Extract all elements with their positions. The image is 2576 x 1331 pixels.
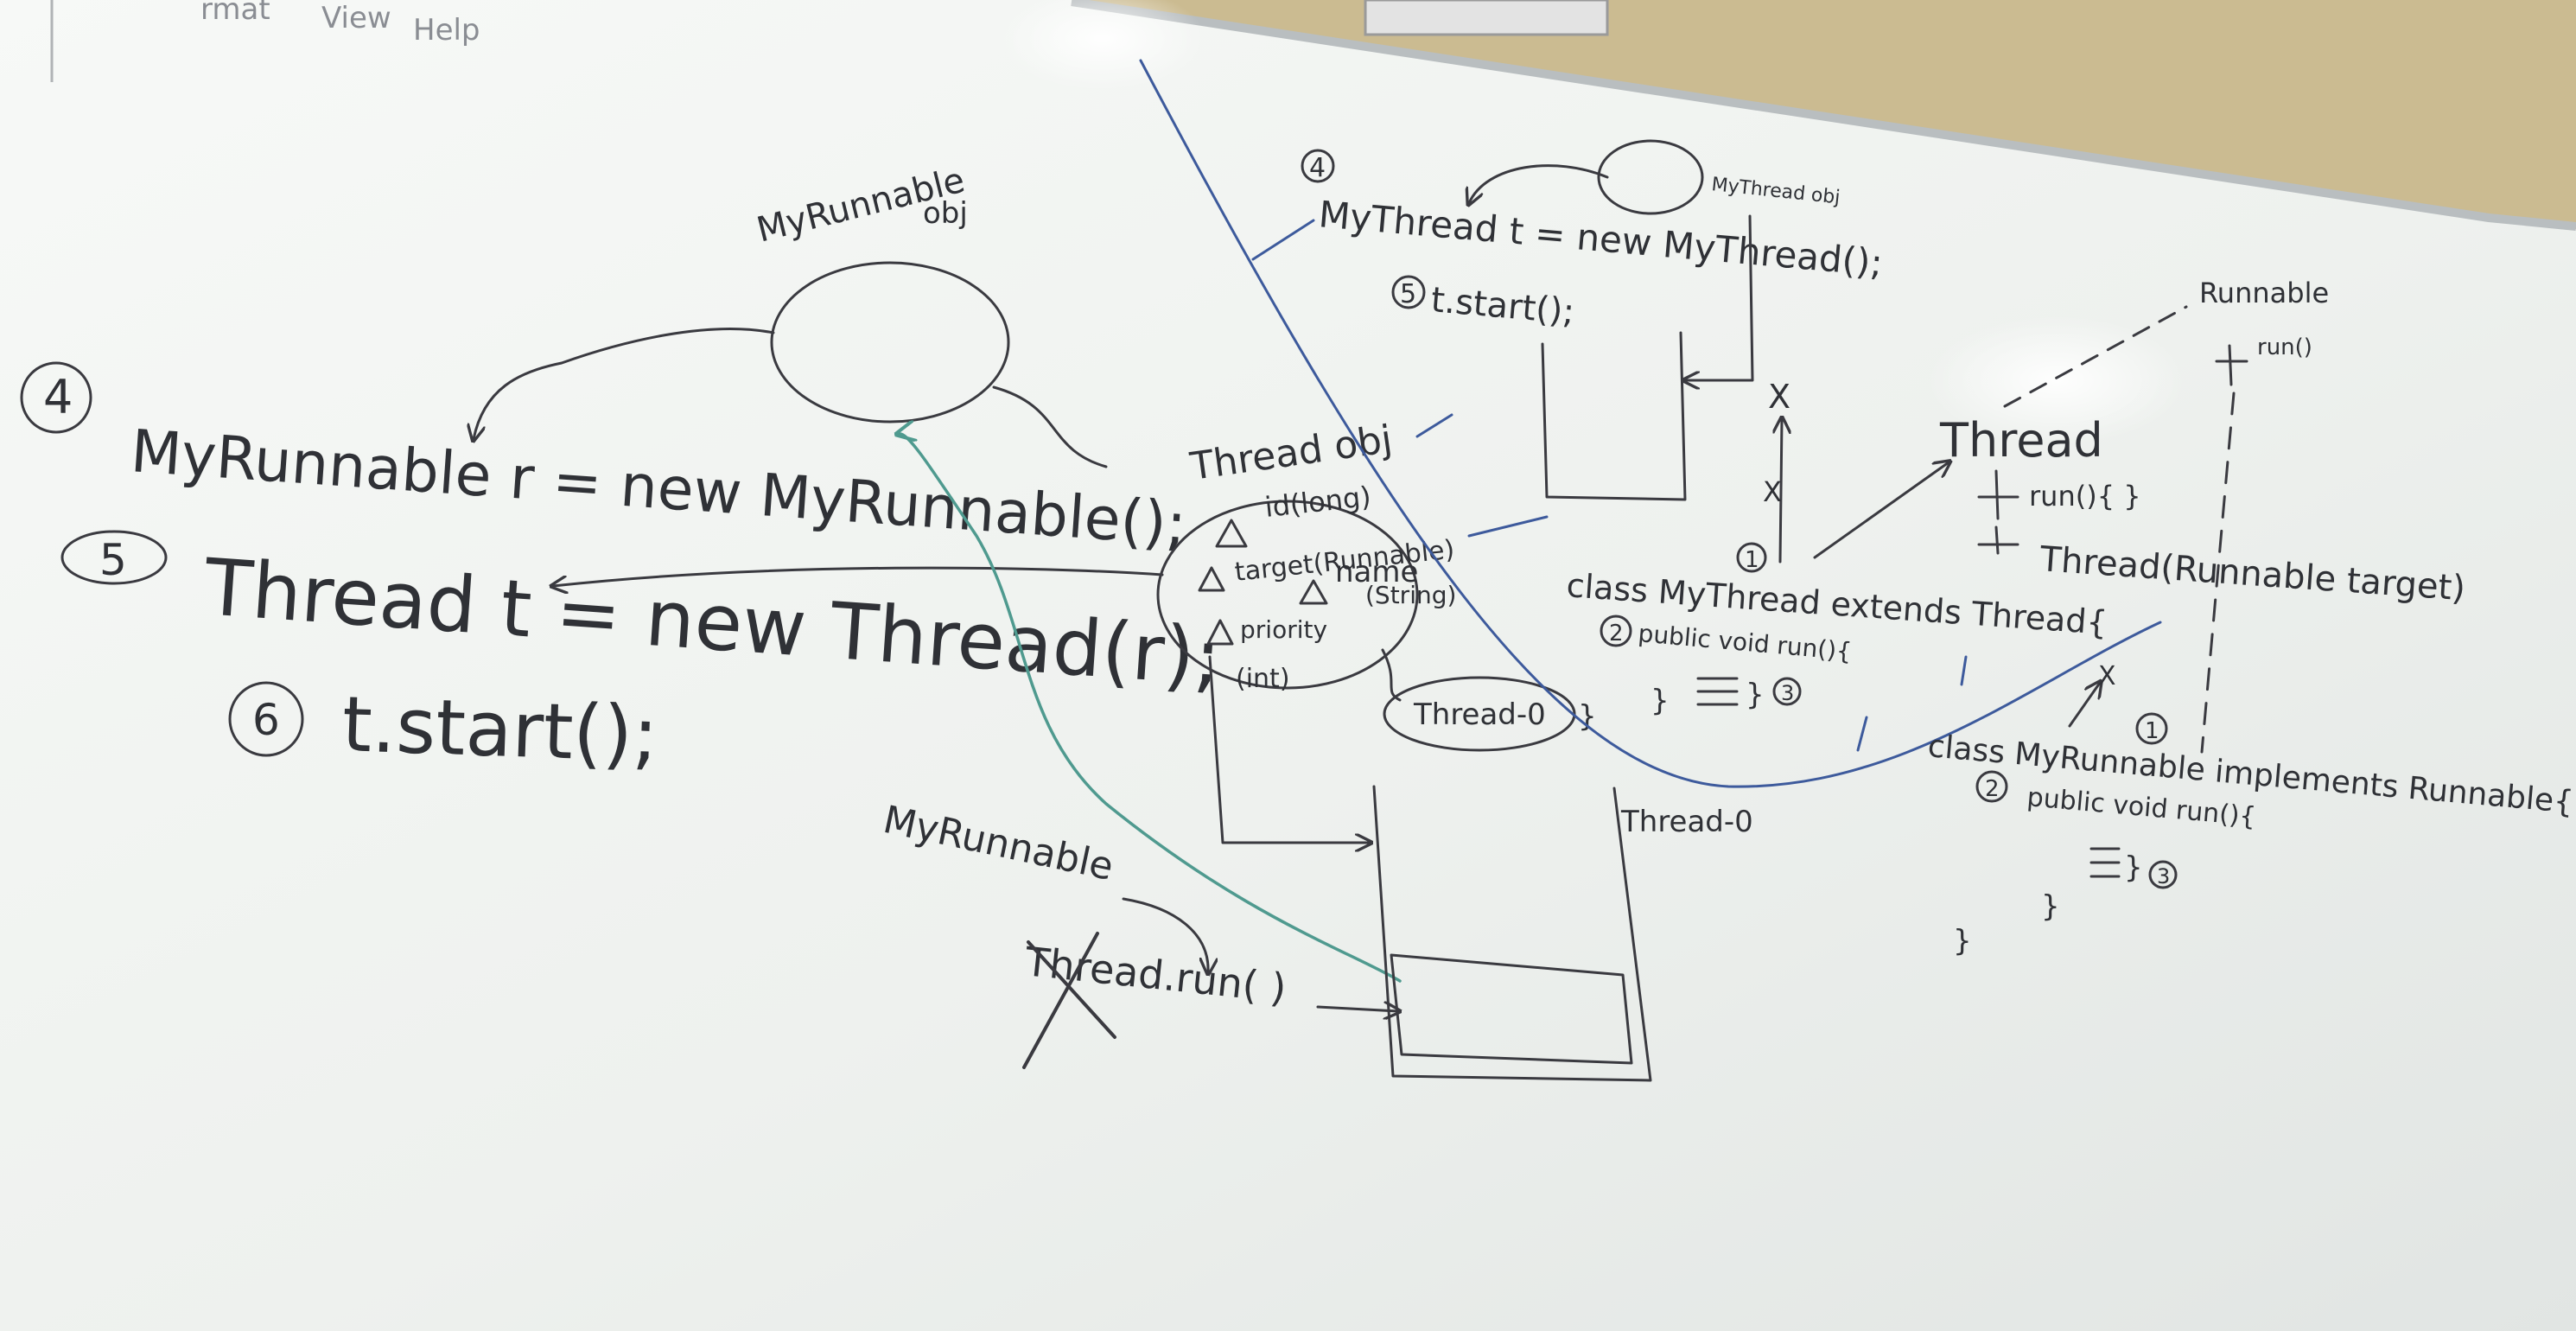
step-number: 2 xyxy=(1609,621,1624,646)
call-stack-outline xyxy=(1372,785,1652,1082)
method-marker xyxy=(2228,344,2233,386)
target-link xyxy=(992,385,1108,468)
class-closing-brace: } xyxy=(1953,924,1972,958)
light-glare xyxy=(1927,315,2186,445)
step-number-circle xyxy=(1736,542,1767,573)
method-body-lines xyxy=(1696,677,1739,706)
x-mark: X xyxy=(1763,475,1782,508)
field-name-type: (String) xyxy=(1365,581,1456,609)
method-marker xyxy=(1994,469,2000,520)
step-number: 5 xyxy=(1400,279,1416,309)
x-mark: X xyxy=(2098,661,2116,691)
step-number-circle xyxy=(2135,712,2168,745)
field-marker-icon xyxy=(1299,579,1328,605)
method-closing-brace: } xyxy=(1746,678,1765,712)
stack-thread-label: Thread-0 xyxy=(1620,805,1753,839)
thread-object-oval xyxy=(1156,500,1419,690)
myrunnable-object-oval xyxy=(770,261,1010,424)
step-number-circle xyxy=(1975,770,2008,803)
reference-arrow xyxy=(553,566,1164,586)
class-closing-brace: } xyxy=(1651,684,1670,718)
run-call-arrow xyxy=(899,434,1402,983)
field-priority-type: (int) xyxy=(1236,664,1290,694)
blue-arrow xyxy=(1251,219,1315,261)
light-glare xyxy=(998,0,1205,91)
code-line-6: t.start(); xyxy=(340,679,659,780)
method-marker xyxy=(1994,525,2000,555)
override-arrow xyxy=(1122,897,1208,972)
menu-item-help: Help xyxy=(413,13,480,48)
step-number: 4 xyxy=(1309,153,1326,183)
step-number-circle xyxy=(2148,860,2178,889)
blue-arrow xyxy=(1415,413,1453,438)
method-closing-brace: } xyxy=(2124,850,2143,885)
menu-item-view: View xyxy=(321,1,391,35)
step-number-circle xyxy=(1391,275,1426,309)
runnable-method: run() xyxy=(2257,334,2312,360)
reference-arrow xyxy=(1469,164,1609,203)
blue-arrow xyxy=(1467,515,1549,538)
name-link xyxy=(1381,648,1402,702)
thread-name-value: Thread-0 xyxy=(1413,697,1546,732)
step-number: 2 xyxy=(1985,776,2000,802)
up-arrow xyxy=(1780,419,1782,564)
projector xyxy=(1364,0,1609,36)
start-arrow xyxy=(1208,655,1370,843)
thread-method-run: run(){ } xyxy=(2029,480,2141,513)
up-arrow xyxy=(2068,683,2100,728)
step-number: 1 xyxy=(1745,547,1759,573)
extends-arrow xyxy=(1813,462,1949,559)
implements-dashed-line xyxy=(2200,392,2236,754)
field-priority: priority xyxy=(1240,615,1327,644)
step-number: 5 xyxy=(99,535,127,585)
method-body-lines xyxy=(2089,847,2121,878)
thread-class-label: Thread xyxy=(1939,413,2103,468)
method-outer-brace: } xyxy=(2041,889,2060,924)
blue-divider-line xyxy=(1139,59,2162,788)
step-number: 4 xyxy=(43,370,73,424)
step-number: 6 xyxy=(252,695,280,745)
implements-dashed-arrow xyxy=(2003,305,2188,408)
field-marker-icon xyxy=(1206,619,1234,646)
blue-arrow xyxy=(1960,655,1968,686)
step-number-circle xyxy=(60,530,168,585)
mythread-stack-outline xyxy=(1541,331,1687,501)
field-marker-icon xyxy=(1215,519,1248,548)
step-number: 3 xyxy=(2157,864,2170,888)
board-frame xyxy=(1071,0,2576,231)
strike-out xyxy=(1027,940,1116,1039)
step-number: 3 xyxy=(1781,681,1794,705)
menu-item-format: rmat xyxy=(200,0,270,27)
mythread-object-oval xyxy=(1597,139,1704,215)
reference-arrow xyxy=(474,328,775,439)
step-number-circle xyxy=(1600,615,1632,647)
stack-frame xyxy=(1390,953,1633,1065)
start-arrow xyxy=(1685,214,1754,380)
step-number-circle xyxy=(1772,677,1802,706)
step-number-circle xyxy=(228,681,304,757)
step-number-circle xyxy=(1301,149,1335,183)
frame-arrow xyxy=(1316,1007,1398,1011)
runnable-interface-label: Runnable xyxy=(2199,277,2329,309)
blue-arrow xyxy=(1856,716,1868,752)
obj-label: obj xyxy=(923,196,968,231)
field-marker-icon xyxy=(1198,566,1225,592)
step-number: 1 xyxy=(2145,718,2159,744)
strike-out xyxy=(1022,932,1099,1069)
step-number-circle xyxy=(20,361,92,434)
field-name: name xyxy=(1335,555,1418,589)
closing-brace: } xyxy=(1578,699,1597,734)
x-mark: X xyxy=(1768,378,1790,416)
